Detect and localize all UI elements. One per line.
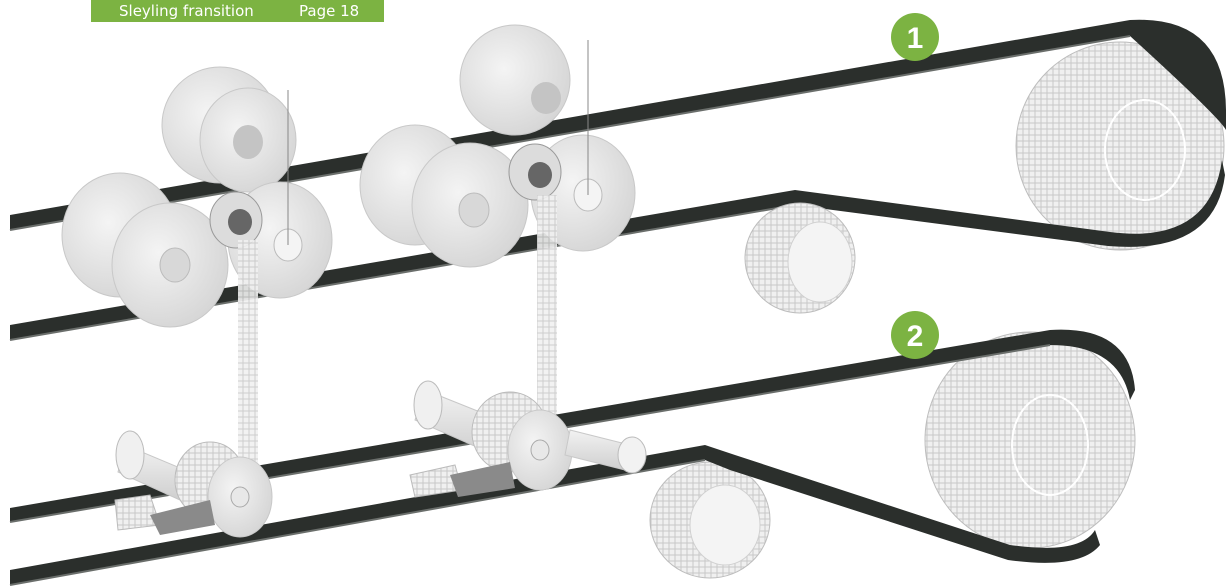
marker-1: 1 — [891, 13, 939, 61]
marker-2: 2 — [891, 311, 939, 359]
fiber-stream-1 — [238, 240, 258, 465]
marker-1-label: 1 — [907, 22, 924, 55]
idler-pulley-upper — [745, 203, 855, 313]
large-drum-lower — [925, 332, 1135, 548]
marker-2-label: 2 — [907, 320, 924, 353]
idler-pulley-lower — [650, 462, 770, 578]
fiber-stream-2 — [537, 195, 557, 415]
